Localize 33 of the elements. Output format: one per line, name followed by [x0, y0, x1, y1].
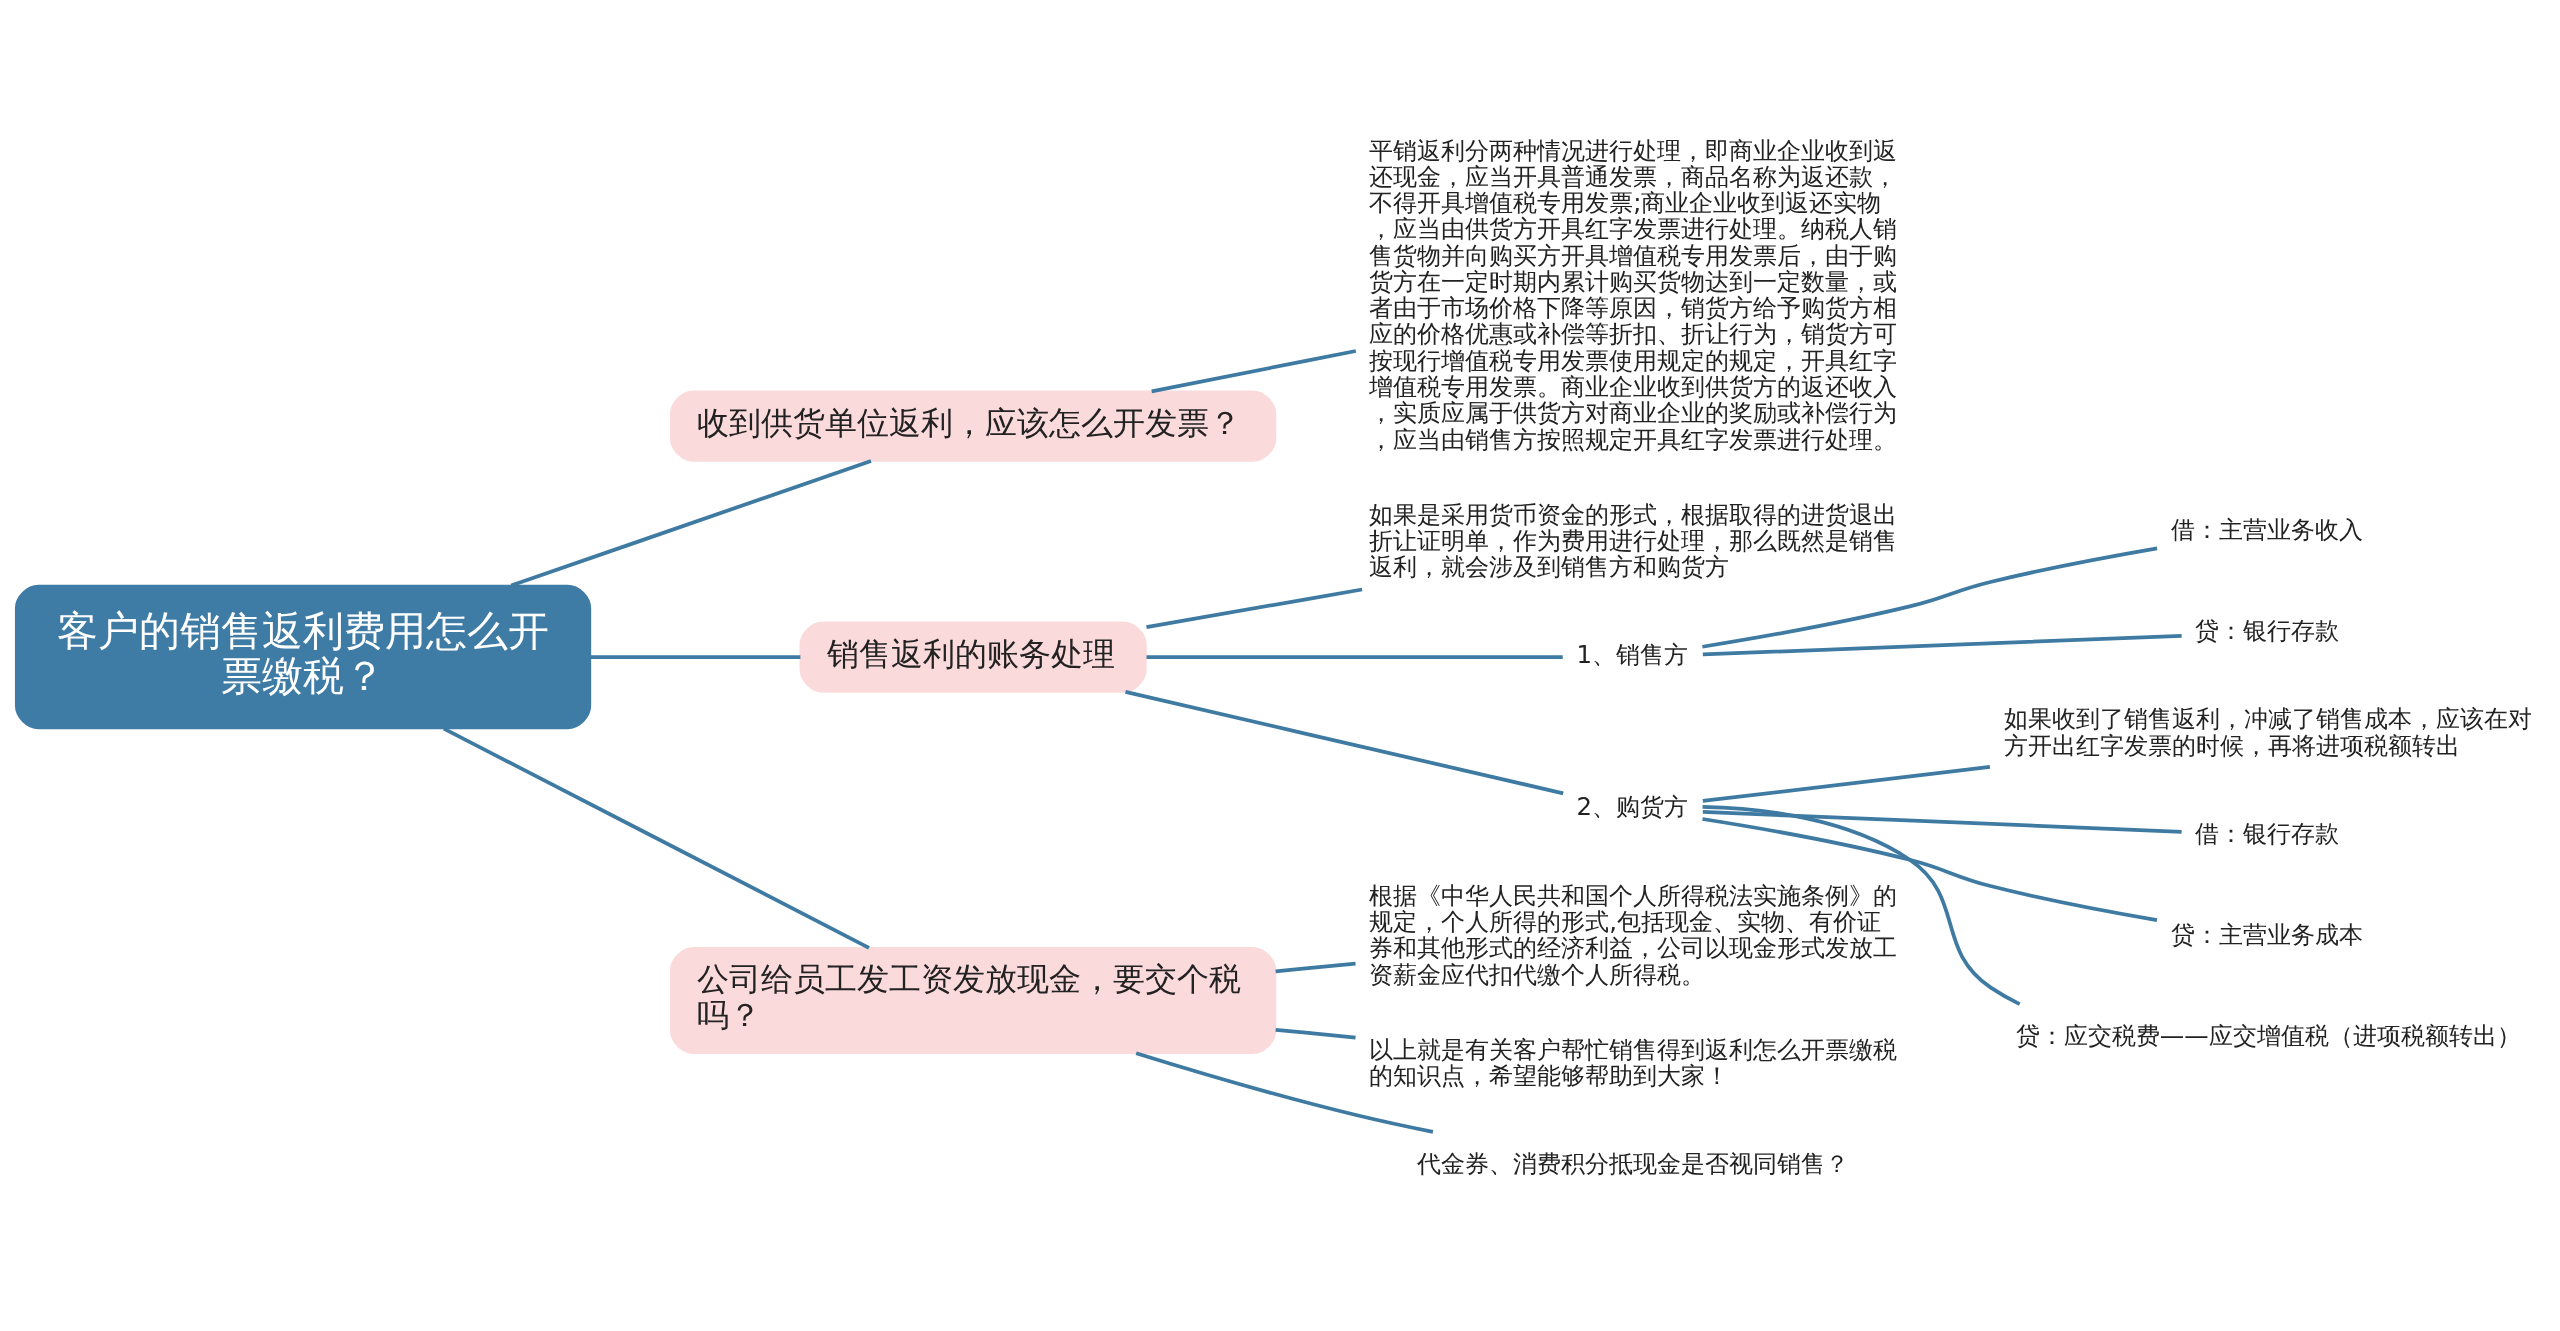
node-text: 1、销售方 [1576, 640, 1689, 670]
connector [590, 655, 801, 659]
node-text: 如果收到了销售返利，冲减了销售成本，应该在对方开出红字发票的时候，再将进项税额转出 [2003, 704, 2532, 760]
node-box: 收到供货单位返利，应该怎么开发票？ [670, 390, 1277, 462]
connector [1702, 817, 2158, 922]
node-text: 贷：应交税费——应交增值税（进项税额转出） [2015, 1021, 2521, 1051]
connector [510, 459, 872, 588]
connector [1702, 810, 2182, 834]
connector [1275, 1027, 1356, 1040]
connector [1702, 805, 2021, 1006]
node-text: 平销返利分两种情况进行处理，即商业企业收到返还现金，应当开具普通发票，商品名称为返还款，不得开具增值税专用发票;商业企业收到返还实物，应当由供货方开具红字发票进行处理。纳税人销售货物并向购买方开具增值税专用发票后，由于购货方在一定时期内累计购买货物达到一定数量，或者由于市场价格下降等原因，销货方给予购货方相应的价格优惠或补偿等折扣、折让行为，销货方可按现行增值税专用发票使用规定的规定，开具红字增值税专用发票。商业企业收到供货方的返还收入，实质应属于供货方对商业企业的奖励或补偿行为，应当由销售方按照规定开具红字发票进行处理。 [1369, 135, 1898, 454]
connector [442, 726, 870, 950]
connector [1702, 546, 2158, 649]
connector [1146, 587, 1363, 629]
connector [1135, 1051, 1434, 1134]
connector [1125, 690, 1564, 796]
node-text: 2、购货方 [1576, 792, 1689, 822]
node-box: 公司给员工发工资发放现金，要交个税吗？ [670, 947, 1277, 1055]
node-text: 贷：主营业务成本 [2170, 920, 2363, 950]
node-text: 如果是采用货币资金的形式，根据取得的进货退出折让证明单，作为费用进行处理，那么既然是销售返利，就会涉及到销售方和购货方 [1369, 499, 1898, 582]
node-text: 借：银行存款 [2195, 818, 2340, 848]
node-text: 借：主营业务收入 [2170, 514, 2363, 544]
connector [1275, 961, 1356, 974]
node-box: 销售返利的账务处理 [799, 621, 1147, 693]
connector [1702, 634, 2182, 657]
connector [1702, 764, 1991, 803]
node-text: 贷：银行存款 [2195, 616, 2340, 646]
node-text: 以上就是有关客户帮忙销售得到返利怎么开票缴税的知识点，希望能够帮助到大家！ [1369, 1034, 1898, 1090]
connector [1151, 349, 1357, 394]
node-text: 代金券、消费积分抵现金是否视同销售？ [1417, 1149, 1850, 1179]
node-text: 根据《中华人民共和国个人所得税法实施条例》的规定，个人所得的形式,包括现金、实物、有价证券和其他形式的经济利益，公司以现金形式发放工资薪金应代扣代缴个人所得税。 [1369, 880, 1898, 989]
connector [1146, 655, 1563, 659]
node-box: 客户的销售返利费用怎么开票缴税？ [14, 584, 592, 730]
